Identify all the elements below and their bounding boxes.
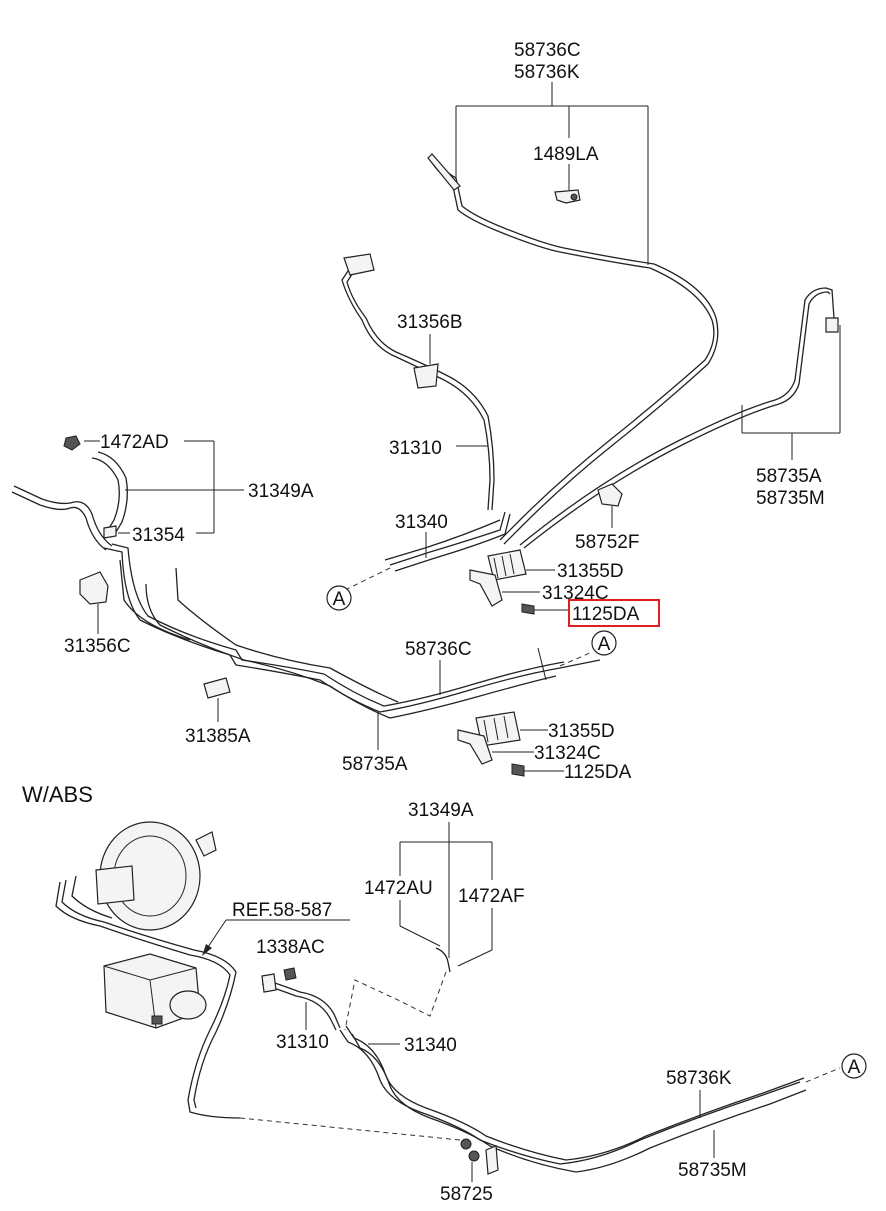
label-58736K-bottom[interactable]: 58736K (666, 1068, 732, 1089)
grommet-58725-icon (460, 1138, 499, 1182)
filler-hose-left (11, 485, 113, 551)
label-58735A-right[interactable]: 58735A (756, 466, 822, 487)
ref-arrow (202, 919, 350, 956)
brake-line-top (427, 153, 719, 545)
label-31340-bottom[interactable]: 31340 (404, 1035, 457, 1056)
marker-a-3: A (841, 1053, 867, 1079)
clamp-31324C-bottom-icon (457, 729, 534, 765)
bolt-1125DA-top-icon (521, 603, 570, 615)
fuel-line-31310-bottom (261, 973, 341, 1031)
leader-58735-right (741, 325, 841, 460)
marker-a-1: A (326, 585, 352, 611)
line-bundle-31340-top (344, 511, 511, 591)
clamp-31355D-bottom-icon (475, 711, 548, 747)
line-bundle-31340-bottom (339, 1025, 841, 1173)
label-58735A-mid[interactable]: 58735A (342, 754, 408, 775)
leader-31349A-top (84, 440, 244, 534)
brake-booster-icon (95, 821, 217, 931)
label-31310-top[interactable]: 31310 (389, 438, 442, 459)
label-1125DA-bottom[interactable]: 1125DA (564, 762, 632, 783)
clip-1489LA-icon (554, 189, 581, 204)
label-1472AD[interactable]: 1472AD (100, 432, 169, 453)
label-31355D-top[interactable]: 31355D (557, 561, 624, 582)
label-58736C-top[interactable]: 58736C (514, 40, 581, 61)
marker-a-1-text: A (333, 589, 346, 610)
label-58735M-right[interactable]: 58735M (756, 488, 825, 509)
label-31356B[interactable]: 31356B (397, 312, 463, 333)
label-31324C-top[interactable]: 31324C (542, 583, 609, 604)
label-1472AF[interactable]: 1472AF (458, 886, 525, 907)
bolt-1125DA-bottom-icon (511, 763, 564, 777)
ref-note[interactable]: REF.58-587 (232, 900, 332, 921)
label-31340-top[interactable]: 31340 (395, 512, 448, 533)
label-31310-bottom[interactable]: 31310 (276, 1032, 329, 1053)
label-58736C-mid[interactable]: 58736C (405, 639, 472, 660)
highlight-1125DA (568, 599, 660, 627)
label-58725[interactable]: 58725 (440, 1184, 493, 1205)
brake-line-right (519, 287, 839, 549)
label-58735M-bottom[interactable]: 58735M (678, 1160, 747, 1181)
label-1338AC[interactable]: 1338AC (256, 937, 325, 958)
clip-31385A-icon (203, 677, 231, 722)
section-title-w-abs: W/ABS (22, 782, 93, 807)
leader-58736-top (455, 82, 649, 265)
hose-31349A-top (91, 451, 128, 539)
label-31324C-bottom[interactable]: 31324C (534, 743, 601, 764)
marker-a-3-text: A (848, 1057, 861, 1078)
brake-lines-bottom (103, 543, 601, 719)
clip-58752F-icon (597, 483, 623, 528)
nut-1472AD-icon (63, 435, 81, 451)
label-31355D-bottom[interactable]: 31355D (548, 721, 615, 742)
abs-brake-lines (55, 875, 461, 1141)
fuel-line-31310-top (341, 253, 495, 511)
label-1472AU[interactable]: 1472AU (364, 878, 433, 899)
hose-31349A-bottom (344, 947, 451, 1031)
clamp-31355D-top-icon (487, 549, 555, 581)
label-58736K-top[interactable]: 58736K (514, 62, 580, 83)
label-58752F[interactable]: 58752F (575, 532, 639, 553)
label-31354[interactable]: 31354 (132, 525, 185, 546)
label-1125DA-top[interactable]: 1125DA (572, 604, 640, 625)
clamp-31324C-top-icon (469, 569, 540, 607)
marker-a-2-text: A (598, 634, 611, 655)
label-31349A-top[interactable]: 31349A (248, 481, 314, 502)
nut-1338AC-icon (283, 967, 297, 981)
leader-31349A-bottom (399, 822, 493, 967)
clip-31356C-icon (79, 571, 109, 634)
abs-module-icon (103, 953, 207, 1029)
label-31349A-bottom[interactable]: 31349A (408, 800, 474, 821)
label-1489LA[interactable]: 1489LA (533, 144, 599, 165)
marker-a-2: A (591, 630, 617, 656)
label-31385A[interactable]: 31385A (185, 726, 251, 747)
label-31356C[interactable]: 31356C (64, 636, 131, 657)
